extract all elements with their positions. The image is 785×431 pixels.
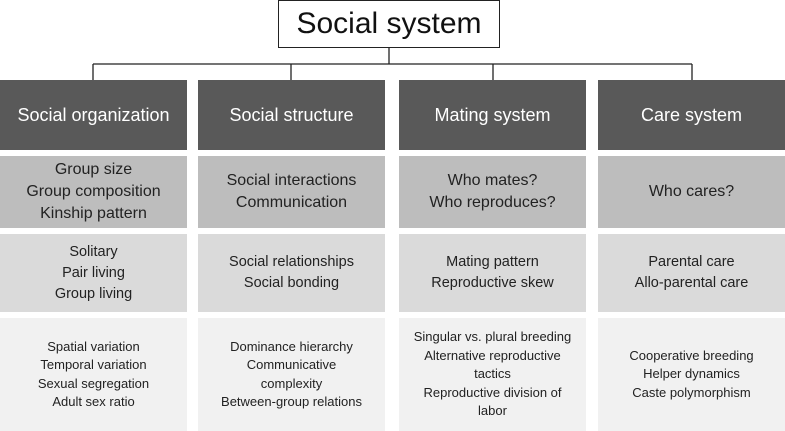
- level3-box: Singular vs. plural breeding Alternative…: [399, 318, 586, 431]
- root-title: Social system: [296, 7, 482, 40]
- level3-box: Dominance hierarchy Communicative comple…: [198, 318, 385, 431]
- level1-item: Who cares?: [648, 183, 735, 200]
- level3-box: Cooperative breeding Helper dynamics Cas…: [598, 318, 785, 431]
- level3-item: Adult sex ratio: [52, 394, 135, 409]
- level3-item: Helper dynamics: [643, 366, 740, 382]
- header-box: Social structure: [198, 80, 385, 150]
- level2-item: Solitary: [69, 243, 118, 260]
- level3-item: Alternative reproductive: [424, 347, 561, 363]
- column-social-organization: Social organization Group size Group com…: [0, 80, 187, 431]
- header-box: Social organization: [0, 80, 187, 150]
- header-label: Care system: [640, 104, 743, 125]
- level3-item: Cooperative breeding: [629, 347, 754, 363]
- header-box: Mating system: [399, 80, 586, 150]
- level3-item: labor: [478, 403, 507, 419]
- header-box: Care system: [598, 80, 785, 150]
- level1-item: Group size: [54, 161, 133, 178]
- level3-item: complexity: [260, 375, 323, 391]
- level1-box: Group size Group composition Kinship pat…: [0, 156, 187, 228]
- level1-item: Who mates?: [447, 172, 538, 189]
- level1-item: Communication: [235, 194, 348, 211]
- column-mating-system: Mating system Who mates? Who reproduces?…: [399, 80, 586, 431]
- level3-item: Between-group relations: [221, 394, 362, 409]
- level2-item: Social relationships: [229, 254, 354, 270]
- level2-item: Parental care: [648, 254, 735, 270]
- header-label: Social structure: [229, 104, 354, 125]
- level3-item: Sexual segregation: [37, 375, 150, 391]
- level2-box: Mating pattern Reproductive skew: [399, 234, 586, 312]
- level3-box: Spatial variation Temporal variation Sex…: [0, 318, 187, 431]
- level2-item: Allo-parental care: [634, 275, 749, 291]
- level1-item: Who reproduces?: [429, 194, 556, 211]
- level2-box: Solitary Pair living Group living: [0, 234, 187, 312]
- column-social-structure: Social structure Social interactions Com…: [198, 80, 385, 431]
- level3-item: Singular vs. plural breeding: [413, 329, 572, 345]
- header-label: Social organization: [17, 104, 170, 125]
- level1-box: Who mates? Who reproduces?: [399, 156, 586, 228]
- level2-item: Social bonding: [243, 275, 340, 291]
- level3-item: Temporal variation: [40, 357, 147, 372]
- connector-lines: [92, 48, 693, 80]
- column-care-system: Care system Who cares? Parental care All…: [598, 80, 785, 431]
- level2-item: Group living: [54, 285, 133, 302]
- level3-item: Dominance hierarchy: [230, 338, 353, 354]
- level1-item: Social interactions: [226, 172, 357, 189]
- level2-item: Pair living: [62, 264, 125, 281]
- level1-item: Group composition: [26, 183, 161, 200]
- level3-item: Spatial variation: [47, 338, 140, 354]
- level2-item: Reproductive skew: [431, 275, 554, 291]
- level3-item: Caste polymorphism: [632, 384, 751, 400]
- level2-item: Mating pattern: [446, 254, 539, 270]
- root-node: Social system: [278, 0, 500, 48]
- level2-box: Parental care Allo-parental care: [598, 234, 785, 312]
- level1-box: Social interactions Communication: [198, 156, 385, 228]
- level1-item: Kinship pattern: [40, 205, 147, 222]
- level2-box: Social relationships Social bonding: [198, 234, 385, 312]
- level3-item: tactics: [474, 366, 511, 382]
- level3-item: Reproductive division of: [423, 384, 562, 400]
- header-label: Mating system: [434, 104, 551, 125]
- level1-box: Who cares?: [598, 156, 785, 228]
- level3-item: Communicative: [246, 357, 337, 372]
